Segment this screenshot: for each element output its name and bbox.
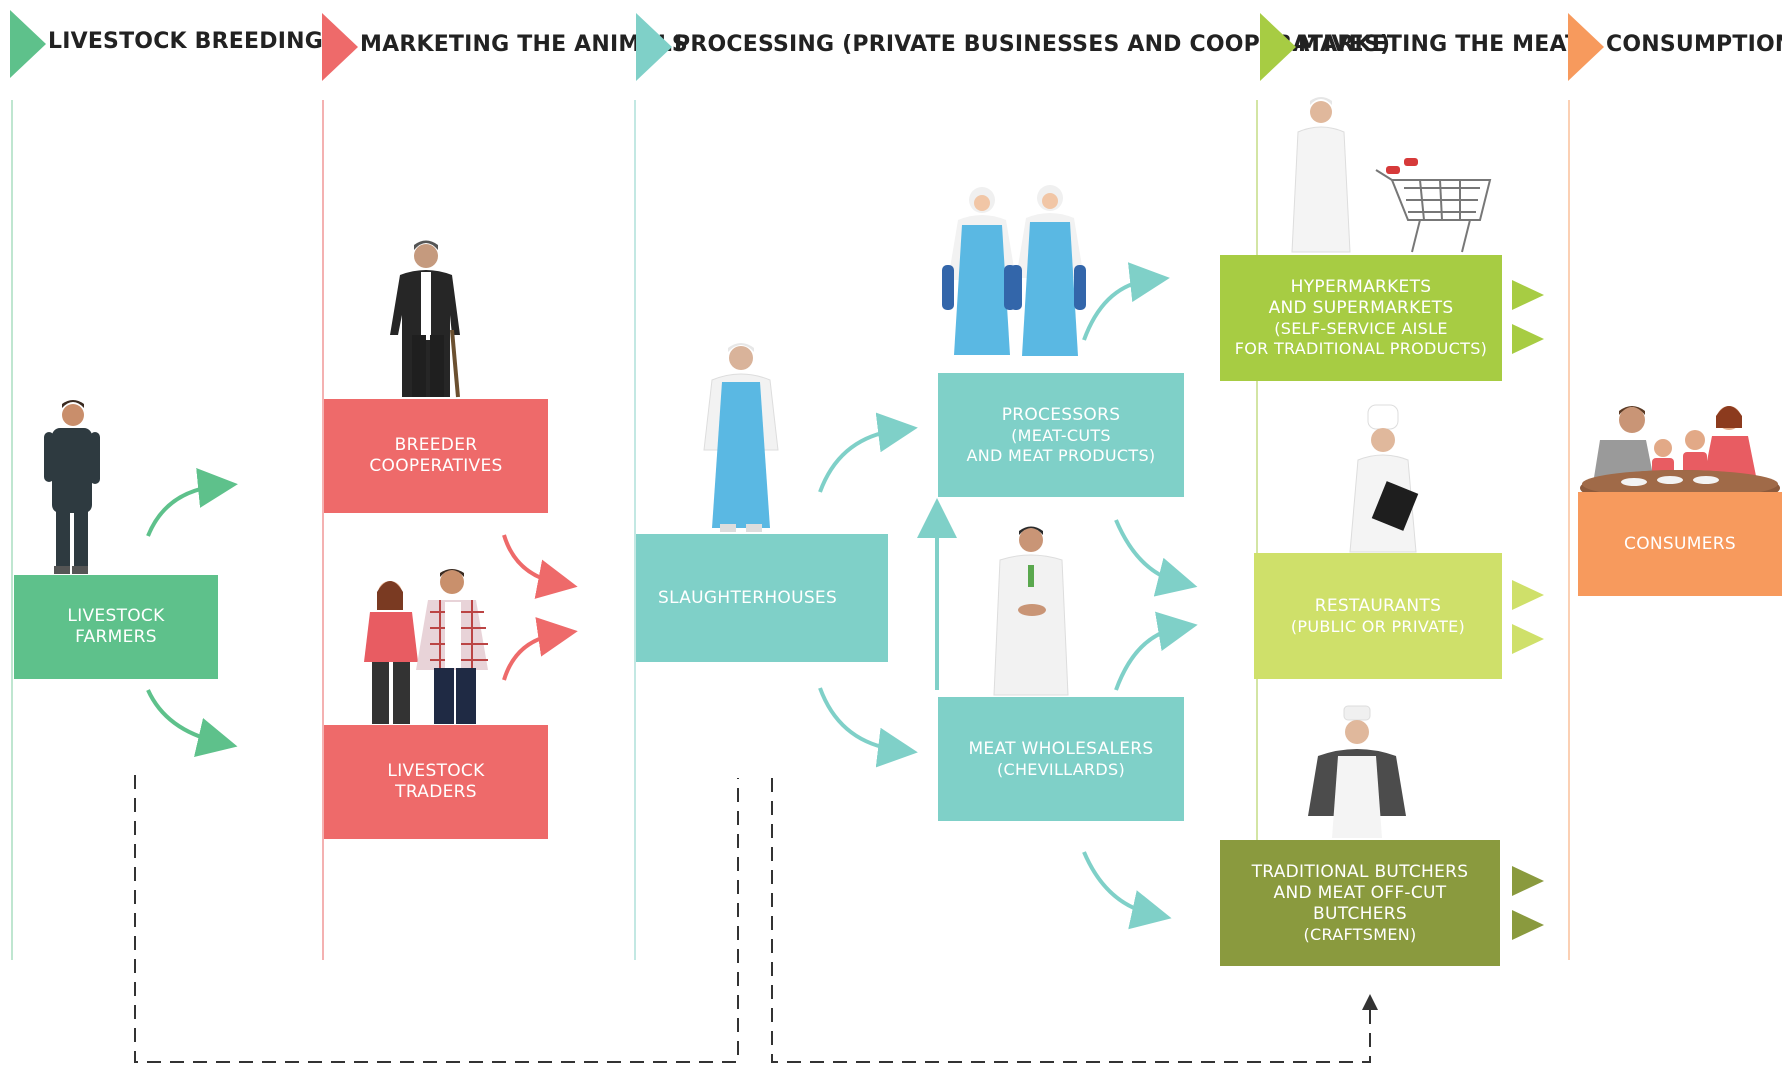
stage-header-consumption: CONSUMPTION xyxy=(1568,13,1782,83)
breeder-figure-icon xyxy=(390,240,460,398)
node-line: BREEDER xyxy=(394,435,478,455)
stage-marker-icon xyxy=(1260,13,1296,81)
node-breeder-cooperatives: BREEDER COOPERATIVES xyxy=(324,399,548,513)
node-line: TRADERS xyxy=(395,782,477,802)
node-line: BUTCHERS xyxy=(1313,903,1407,924)
arrow-processors-to-hypermarkets xyxy=(1082,262,1170,341)
node-livestock-traders: LIVESTOCK TRADERS xyxy=(324,725,548,839)
node-line: PROCESSORS xyxy=(1001,404,1121,425)
column-divider-processing xyxy=(634,100,636,960)
chef-icon xyxy=(1349,404,1419,553)
node-line: AND MEAT OFF-CUT xyxy=(1273,882,1447,903)
arrow-wholesalers-to-butchers xyxy=(1082,851,1172,930)
traders-couple-icon xyxy=(364,569,488,724)
column-divider-breeding xyxy=(11,100,13,960)
arrow-wholesalers-to-restaurants xyxy=(1114,611,1198,691)
wholesaler-figure-icon xyxy=(993,526,1069,696)
node-line: (CRAFTSMEN) xyxy=(1303,924,1417,944)
outflow-markers xyxy=(1512,280,1544,940)
shopkeeper-and-cart-icon xyxy=(1291,97,1492,253)
node-line: FARMERS xyxy=(75,627,157,647)
arrow-farmers-to-cooperatives xyxy=(146,468,238,537)
farmer-figure-icon xyxy=(44,400,100,574)
slaughterhouse-worker-icon xyxy=(703,343,779,532)
arrow-slaughterhouses-to-processors xyxy=(818,412,918,493)
stage-label: CONSUMPTION xyxy=(1606,32,1782,57)
node-line: MEAT WHOLESALERS xyxy=(968,738,1154,759)
node-line: SLAUGHTERHOUSES xyxy=(658,587,838,608)
node-line: CONSUMERS xyxy=(1624,533,1736,554)
stage-label: LIVESTOCK BREEDING xyxy=(48,29,323,54)
node-meat-wholesalers: MEAT WHOLESALERS (CHEVILLARDS) xyxy=(938,697,1184,821)
processors-workers-icon xyxy=(942,185,1086,356)
node-line: RESTAURANTS xyxy=(1314,595,1442,616)
arrow-traders-to-slaughterhouses xyxy=(502,617,578,681)
stage-header-marketing-meat: MARKETING THE MEAT xyxy=(1260,13,1580,83)
node-line: AND SUPERMARKETS xyxy=(1268,298,1454,318)
node-line: AND MEAT PRODUCTS) xyxy=(966,445,1156,465)
node-traditional-butchers: TRADITIONAL BUTCHERS AND MEAT OFF-CUT BU… xyxy=(1220,840,1500,966)
stage-marker-icon xyxy=(1568,13,1604,81)
column-divider-marketing-meat xyxy=(1256,100,1258,960)
node-livestock-farmers: LIVESTOCK FARMERS xyxy=(14,575,218,679)
butcher-icon xyxy=(1308,705,1406,838)
arrow-processors-to-restaurants xyxy=(1114,519,1198,597)
column-divider-consumption xyxy=(1568,100,1570,960)
node-line: TRADITIONAL BUTCHERS xyxy=(1251,861,1469,882)
column-divider-marketing-animals xyxy=(322,100,324,960)
arrow-cooperatives-to-slaughterhouses xyxy=(502,534,578,599)
arrow-farmers-to-traders xyxy=(146,689,238,757)
stage-marker-icon xyxy=(636,13,672,81)
node-line: (CHEVILLARDS) xyxy=(996,759,1126,779)
stage-header-livestock-breeding: LIVESTOCK BREEDING xyxy=(10,10,323,80)
node-restaurants: RESTAURANTS (PUBLIC OR PRIVATE) xyxy=(1254,553,1502,679)
stage-label: MARKETING THE ANIMALS xyxy=(360,32,688,57)
node-line: LIVESTOCK xyxy=(387,761,485,781)
node-line: HYPERMARKETS xyxy=(1290,277,1432,297)
node-consumers: CONSUMERS xyxy=(1578,492,1782,596)
stage-marker-icon xyxy=(322,13,358,81)
node-line: COOPERATIVES xyxy=(369,456,503,476)
node-line: LIVESTOCK xyxy=(67,606,165,626)
node-line: (PUBLIC OR PRIVATE) xyxy=(1290,616,1466,636)
stage-header-marketing-animals: MARKETING THE ANIMALS xyxy=(322,13,688,83)
arrow-slaughterhouses-to-wholesalers xyxy=(818,687,918,768)
node-slaughterhouses: SLAUGHTERHOUSES xyxy=(636,534,888,662)
node-line: (MEAT-CUTS xyxy=(1011,425,1111,445)
node-processors: PROCESSORS (MEAT-CUTS AND MEAT PRODUCTS) xyxy=(938,373,1184,497)
family-at-table-icon xyxy=(1580,406,1780,506)
node-hypermarkets: HYPERMARKETS AND SUPERMARKETS (SELF-SERV… xyxy=(1220,255,1502,381)
node-line: FOR TRADITIONAL PRODUCTS) xyxy=(1234,339,1488,358)
dashed-direct-sales-lines xyxy=(134,775,1378,1063)
stage-label: MARKETING THE MEAT xyxy=(1298,32,1581,57)
node-line: (SELF-SERVICE AISLE xyxy=(1274,319,1448,338)
stage-marker-icon xyxy=(10,10,46,78)
